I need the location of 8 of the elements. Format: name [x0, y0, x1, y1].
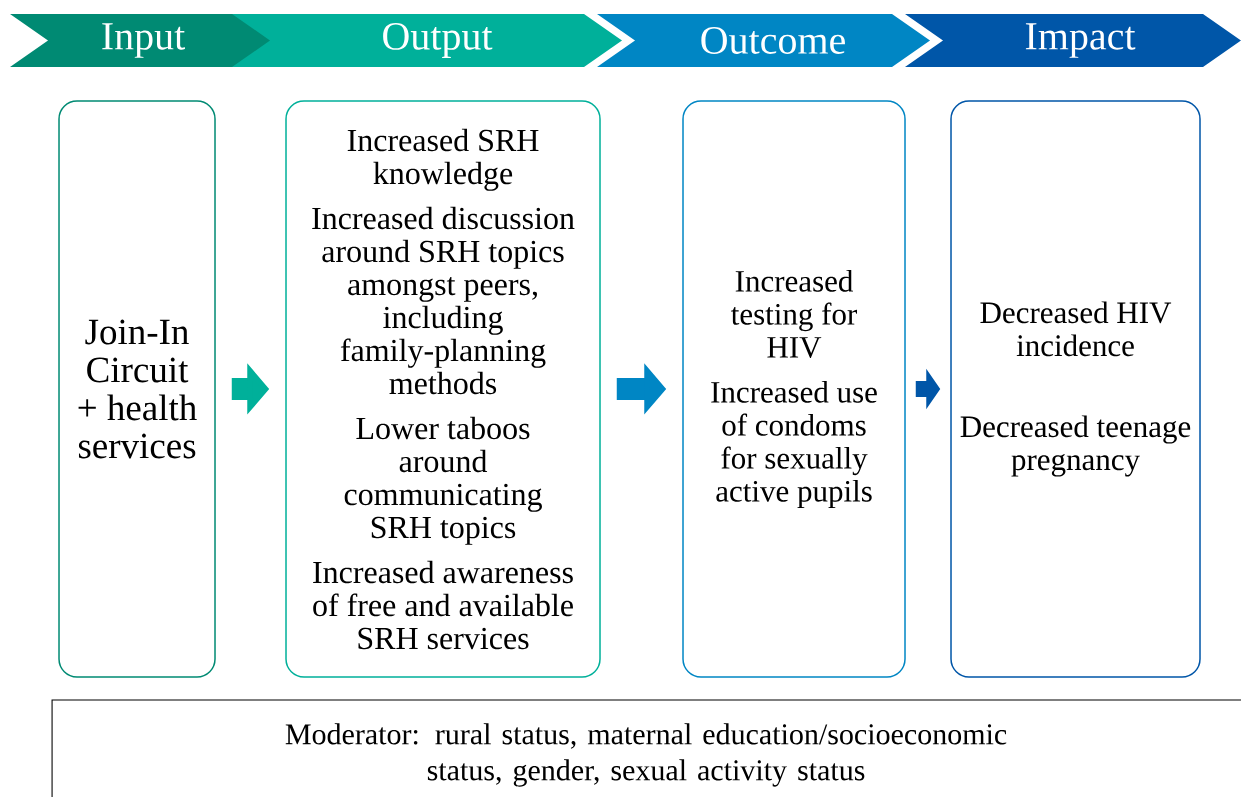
note-box: Moderator: rural status, maternal education/socioeconomic status, gender, sexual activity status: [51, 699, 1241, 797]
text-box: Join-In Circuit + health services: [58, 100, 216, 678]
text-box: Increased testing for HIV Increased use of condoms for sexually active pupils: [682, 100, 906, 678]
text-box: Increased SRH knowledge Increased discussion around SRH topics amongst peers, including family-planning methods Lower taboos around communicating SRH topics Increased awareness of free and available SRH services: [285, 100, 601, 678]
text-box: Decreased HIV incidence Decreased teenage pregnancy: [950, 100, 1201, 678]
chevron-banner: Impact: [905, 14, 1241, 67]
chevron-banner: Output: [232, 14, 622, 67]
chevron-banner: Outcome: [597, 14, 930, 67]
